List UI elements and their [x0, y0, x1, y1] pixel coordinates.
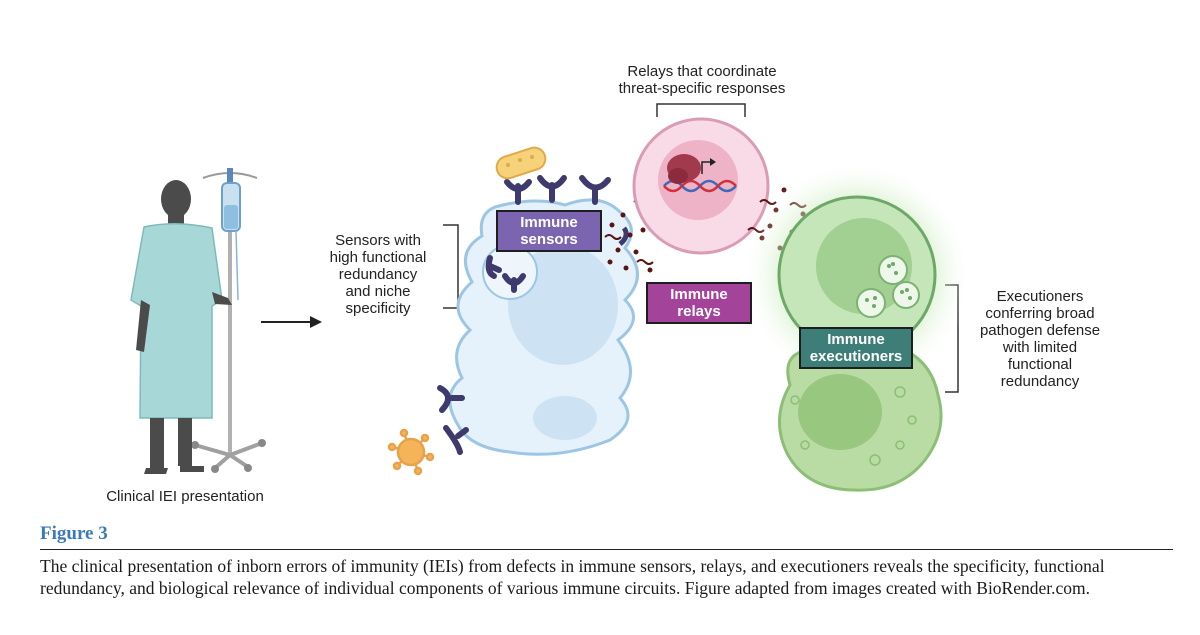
patient-figure-icon [130, 180, 232, 474]
executioners-note-line: Executioners [996, 288, 1084, 305]
immune-relays-box: Immune relays [646, 282, 752, 324]
box-line: Immune [520, 214, 578, 231]
executioner-cell-icon [742, 160, 972, 492]
iv-stand-icon [191, 168, 266, 473]
executioners-note-line: with limited [1002, 339, 1078, 356]
sensors-note: Sensors with high functional redundancy … [318, 232, 438, 317]
sensors-note-line: specificity [345, 300, 411, 317]
sensors-note-line: high functional [329, 249, 427, 266]
diagram-illustration [130, 103, 972, 492]
sensors-note-line: Sensors with [335, 232, 421, 249]
relay-cell-icon [632, 117, 770, 255]
figure-caption: The clinical presentation of inborn erro… [40, 556, 1105, 598]
sensors-bracket [443, 224, 459, 309]
executioners-note-line: functional [1007, 356, 1073, 373]
relays-note-line: threat-specific responses [618, 80, 786, 97]
box-line: Immune [827, 331, 885, 348]
bacterium-icon [495, 146, 547, 180]
executioners-note-line: conferring broad [985, 305, 1095, 322]
caption-divider [40, 549, 1173, 550]
patient-label: Clinical IEI presentation [106, 488, 264, 505]
diagram-canvas: Clinical IEI presentation Sensors with h… [106, 63, 1120, 505]
immune-sensors-box: Immune sensors [496, 210, 602, 252]
executioners-note-line: pathogen defense [979, 322, 1101, 339]
executioners-note-line: redundancy [1000, 373, 1080, 390]
relays-note-line: Relays that coordinate [627, 63, 777, 80]
immune-executioners-box: Immune executioners [799, 327, 913, 369]
box-line: relays [677, 303, 721, 320]
box-line: Immune [670, 286, 728, 303]
relays-bracket [656, 103, 746, 117]
progression-arrow-icon [261, 316, 322, 328]
virus-icon [387, 428, 435, 476]
executioners-note: Executioners conferring broad pathogen d… [960, 288, 1120, 390]
box-line: executioners [809, 348, 903, 365]
sensors-note-line: and niche [345, 283, 411, 300]
relays-note: Relays that coordinate threat-specific r… [597, 63, 807, 97]
sensors-note-line: redundancy [338, 266, 418, 283]
sensor-cell-icon [437, 175, 639, 456]
figure-title: Figure 3 [40, 523, 108, 544]
box-line: sensors [520, 231, 578, 248]
